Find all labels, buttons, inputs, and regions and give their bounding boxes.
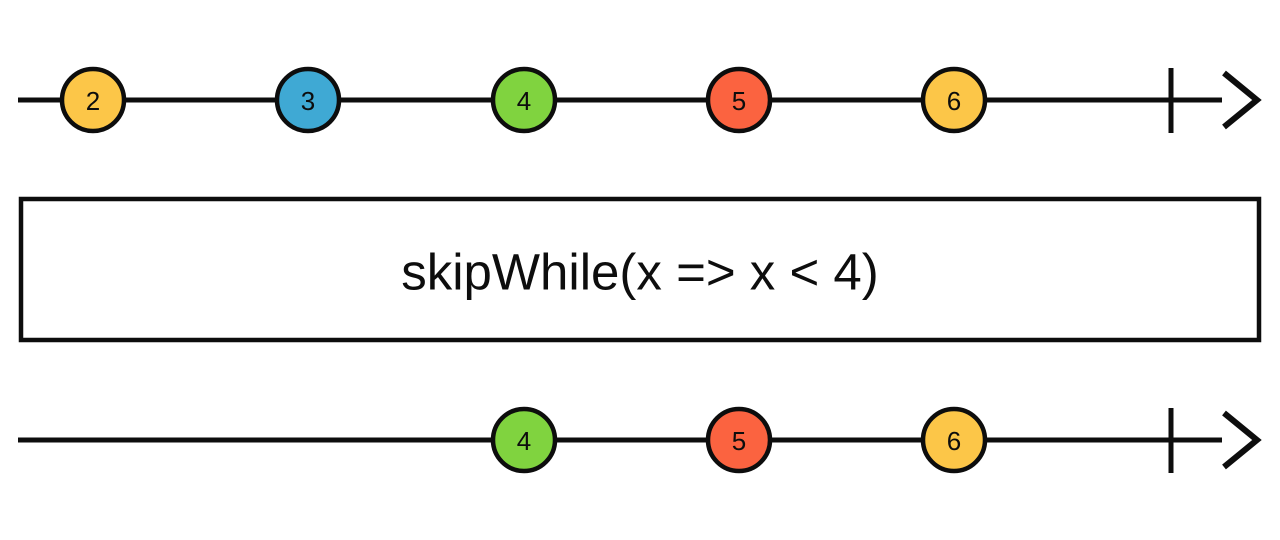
marble-circle	[59, 66, 127, 134]
marble-circle	[274, 66, 342, 134]
source-marble-6: 6	[920, 66, 988, 134]
result-marble-4: 4	[490, 406, 558, 474]
source-timeline: 2 3 4 5 6	[18, 66, 1262, 134]
operator-label: skipWhile(x => x < 4)	[401, 244, 879, 301]
marble-circle	[705, 406, 773, 474]
operator-box-rect	[18, 196, 1262, 343]
operator-box: skipWhile(x => x < 4)	[18, 196, 1262, 343]
result-timeline: 4 5 6	[18, 406, 1262, 474]
result-marble-5: 5	[705, 406, 773, 474]
marble-circle	[920, 66, 988, 134]
marble-circle	[705, 66, 773, 134]
result-marble-6: 6	[920, 406, 988, 474]
source-marble-3: 3	[274, 66, 342, 134]
source-arrow-head-icon	[1222, 70, 1262, 130]
source-marble-2: 2	[59, 66, 127, 134]
source-marble-4: 4	[490, 66, 558, 134]
marble-circle	[920, 406, 988, 474]
marble-circle	[490, 66, 558, 134]
source-marble-5: 5	[705, 66, 773, 134]
result-arrow-head-icon	[1222, 410, 1262, 470]
marble-circle	[490, 406, 558, 474]
